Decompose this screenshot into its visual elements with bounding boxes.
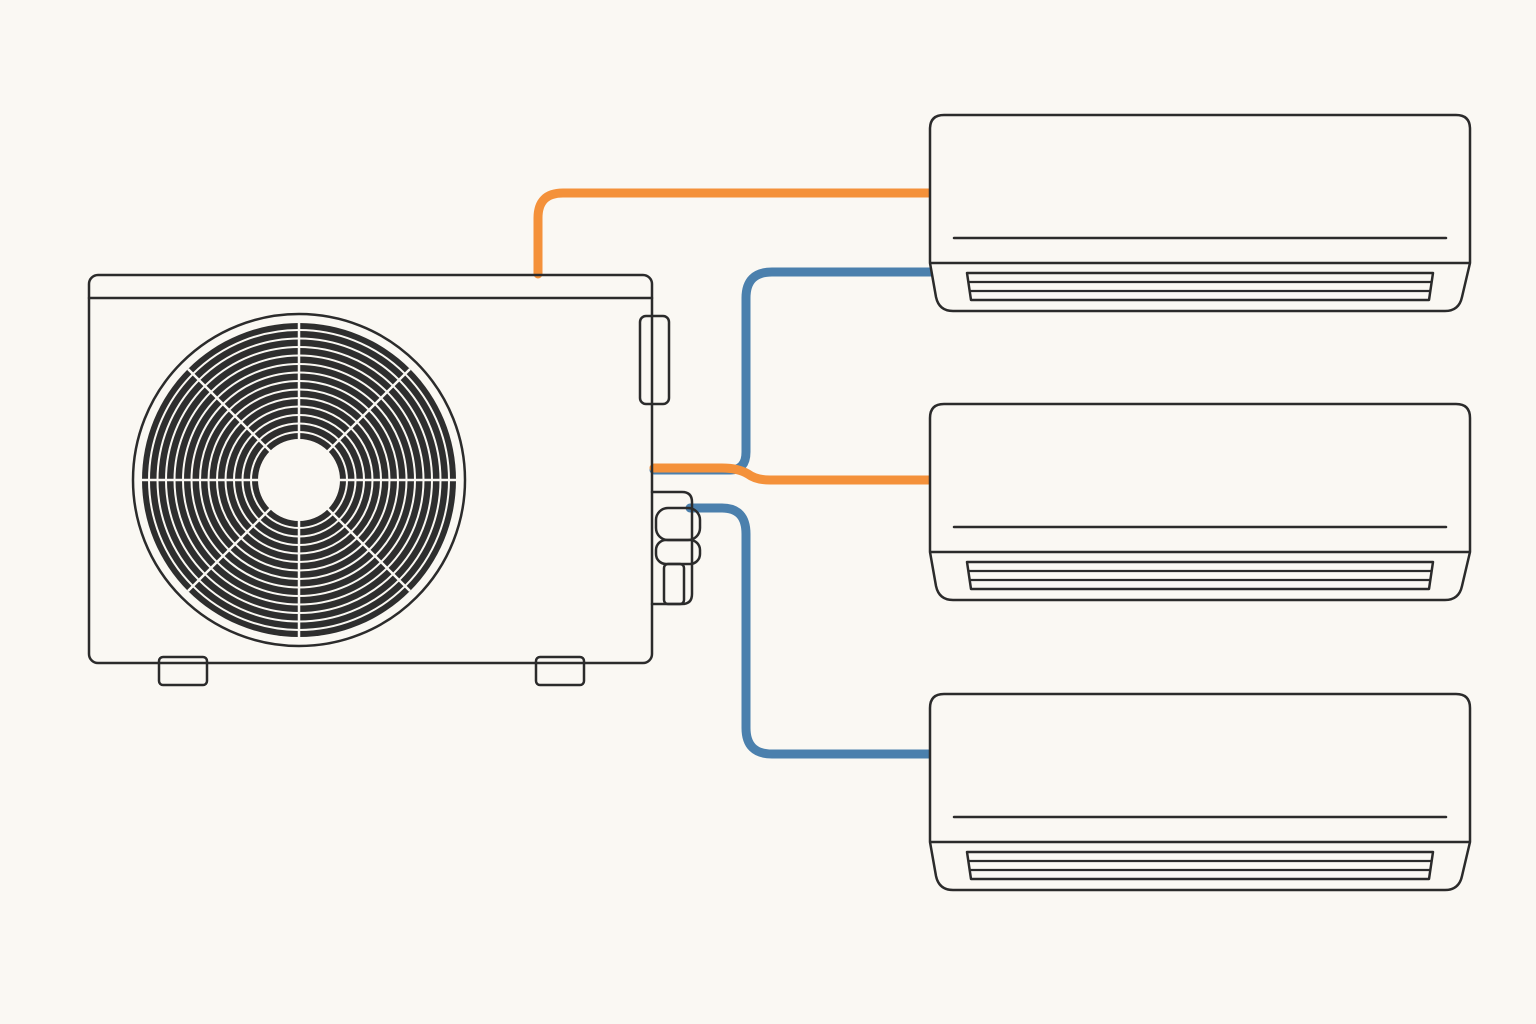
outdoor-unit-service-panel — [638, 314, 671, 406]
indoor-unit-bottom — [928, 692, 1472, 892]
hot-line-to-middle-unit — [649, 463, 937, 485]
wall-mounted-ac-icon — [928, 402, 1472, 602]
cold-line-to-bottom-unit — [685, 503, 937, 759]
service-valves — [650, 490, 702, 606]
refrigerant-pipes — [533, 188, 937, 759]
fan-spoke — [187, 507, 272, 592]
valve-upper — [654, 506, 702, 542]
cold-line-to-top-unit — [649, 267, 937, 475]
fan-spoke — [187, 368, 272, 453]
outdoor-unit-foot-left — [157, 655, 209, 687]
indoor-units — [928, 113, 1472, 892]
outdoor-unit-body — [87, 273, 654, 665]
outdoor-unit-foot-right — [534, 655, 586, 687]
valve-bracket — [650, 490, 694, 606]
wall-mounted-ac-icon — [928, 692, 1472, 892]
outdoor-condenser-unit — [87, 273, 702, 687]
fan-spoke — [326, 507, 411, 592]
valve-stem — [662, 562, 686, 606]
fan-grille-icon — [131, 312, 467, 648]
fan-grille-spokes — [142, 323, 456, 637]
wall-mounted-ac-icon — [928, 113, 1472, 313]
indoor-unit-middle — [928, 402, 1472, 602]
fan-outer-ring — [131, 312, 467, 648]
fan-hub — [258, 439, 340, 521]
fan-spoke — [326, 368, 411, 453]
indoor-unit-top — [928, 113, 1472, 313]
valve-lower — [654, 538, 702, 566]
hot-line-to-top-unit — [533, 188, 937, 279]
